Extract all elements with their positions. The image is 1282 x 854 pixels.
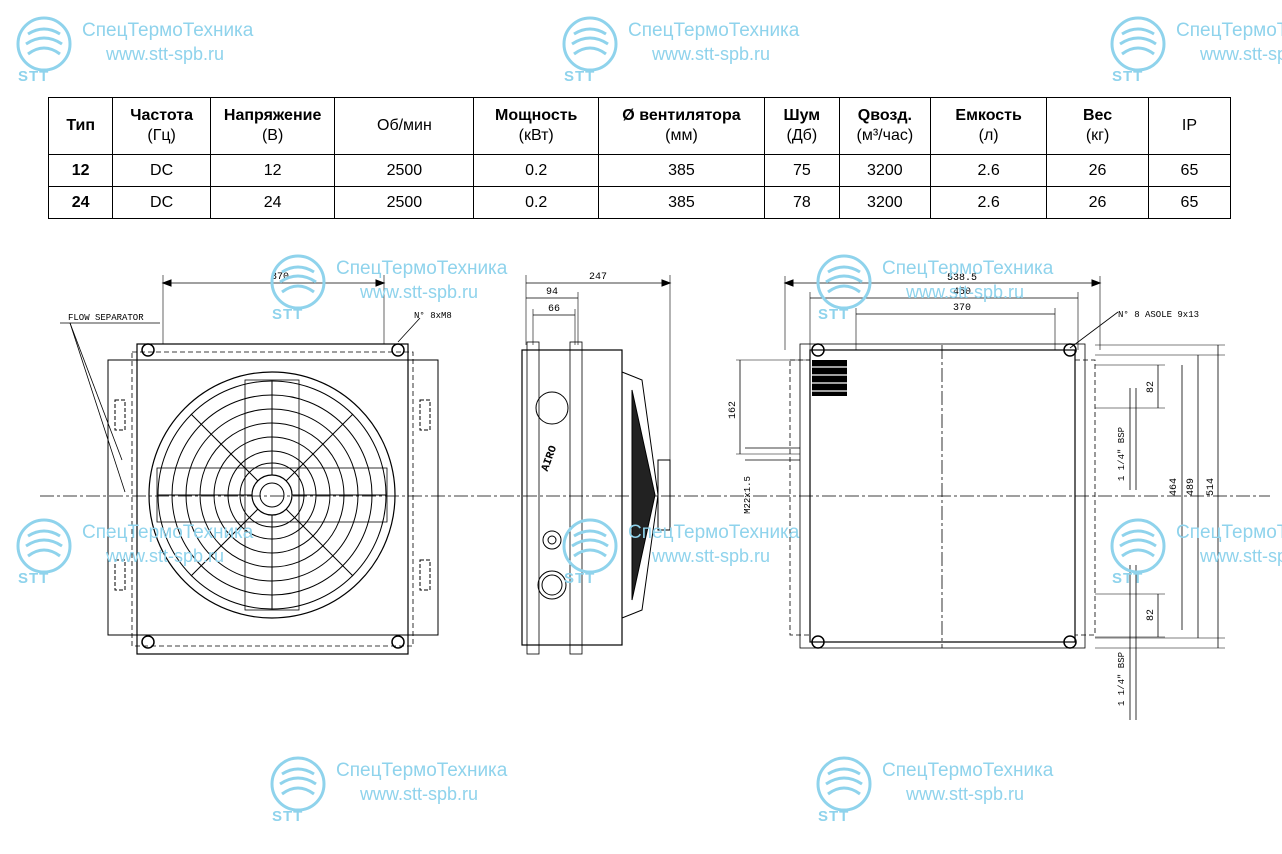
table-cell: 2.6 — [929, 186, 1048, 219]
dim-side-66: 66 — [548, 304, 560, 315]
holes-left-label: N° 8xM8 — [414, 311, 452, 321]
dim-side-162: 162 — [728, 401, 739, 419]
dim-back-489: 489 — [1186, 478, 1197, 496]
column-header: Емкость(л) — [929, 97, 1048, 155]
dim-back-82-bottom: 82 — [1146, 609, 1157, 621]
table-row: 24 DC 24 2500 0.2 385 78 3200 2.6 26 65 — [47, 186, 1232, 219]
table-cell: 65 — [1147, 186, 1232, 219]
dim-back-370: 370 — [953, 303, 971, 314]
column-header: Ø вентилятора(мм) — [597, 97, 765, 155]
table-row: 12 DC 12 2500 0.2 385 75 3200 2.6 26 65 — [47, 154, 1232, 187]
column-header: IP — [1147, 97, 1232, 155]
table-cell: 24 — [209, 186, 336, 219]
column-header: Qвозд.(м³/час) — [838, 97, 932, 155]
table-cell: 2500 — [334, 154, 475, 187]
column-header: Напряжение(В) — [209, 97, 336, 155]
dim-back-450: 450 — [953, 287, 971, 298]
table-cell: 78 — [763, 186, 840, 219]
table-cell: 385 — [597, 154, 765, 187]
dim-side-total: 247 — [589, 272, 607, 283]
bsp-bottom-label: 1 1/4" BSP — [1117, 652, 1127, 706]
table-cell: 2.6 — [929, 154, 1048, 187]
table-cell: 75 — [763, 154, 840, 187]
brand-logo: AIRO — [540, 444, 560, 473]
table-cell: 3200 — [838, 154, 932, 187]
table-cell: 3200 — [838, 186, 932, 219]
dim-back-464: 464 — [1169, 478, 1180, 496]
thread-label: M22x1.5 — [743, 476, 753, 514]
table-cell: 385 — [597, 186, 765, 219]
column-header: Об/мин — [334, 97, 475, 155]
column-header: Шум(Дб) — [763, 97, 840, 155]
side-view: AIRO 247 94 66 — [521, 272, 672, 655]
spec-table: Тип Частота(Гц) Напряжение(В) Об/мин Мощ… — [47, 97, 1232, 219]
table-cell: 0.2 — [473, 186, 599, 219]
holes-right-label: N° 8 ASOLE 9x13 — [1118, 310, 1199, 320]
dim-back-538: 538.5 — [947, 273, 977, 284]
column-header: Вес(кг) — [1046, 97, 1149, 155]
dim-back-82-top: 82 — [1146, 381, 1157, 393]
table-cell: 2500 — [334, 186, 475, 219]
column-header: Частота(Гц) — [112, 97, 211, 155]
back-view: 162 M22x1.5 538.5 450 370 N° 8 ASOLE 9x1… — [728, 273, 1225, 720]
table-cell: DC — [112, 154, 211, 187]
front-view: 370 FLOW SEPARATOR N° 8xM8 — [60, 272, 452, 655]
table-cell: 12 — [209, 154, 336, 187]
table-cell: 0.2 — [473, 154, 599, 187]
table-cell: 26 — [1046, 186, 1149, 219]
dim-back-514: 514 — [1206, 478, 1217, 496]
column-header: Мощность(кВт) — [473, 97, 599, 155]
table-cell: DC — [112, 186, 211, 219]
dim-side-94: 94 — [546, 287, 558, 298]
table-cell: 24 — [47, 186, 114, 219]
dim-front-width: 370 — [271, 272, 289, 283]
flow-separator-label: FLOW SEPARATOR — [68, 313, 144, 323]
table-header-row: Тип Частота(Гц) Напряжение(В) Об/мин Мощ… — [47, 97, 1232, 155]
bsp-top-label: 1 1/4" BSP — [1117, 427, 1127, 481]
